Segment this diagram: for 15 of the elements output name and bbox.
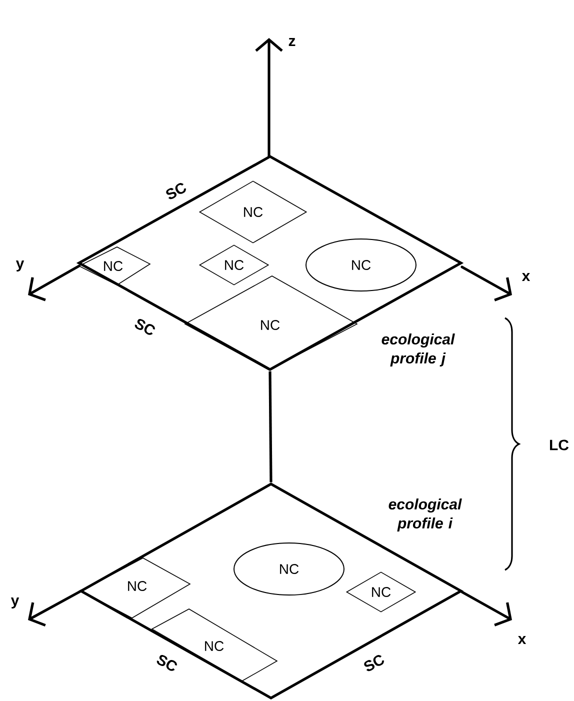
axis-label: SC	[166, 183, 186, 200]
profile-caption: ecological profile j	[382, 334, 455, 366]
ellipse-region: NC	[306, 238, 416, 292]
axis-label: x	[522, 273, 530, 281]
axis-label: x	[518, 636, 526, 644]
axis-label: LC	[550, 440, 569, 450]
profile-caption: ecological profile i	[388, 498, 462, 532]
axis-label: y	[10, 598, 20, 609]
axis-label: SC	[156, 654, 177, 671]
axis-label: SC	[134, 318, 155, 335]
axis-label: y	[16, 260, 24, 272]
connector-line	[268, 371, 272, 482]
axis-label: z	[288, 38, 296, 46]
ellipse-region: NC	[234, 542, 344, 596]
axis-label: SC	[364, 655, 384, 672]
